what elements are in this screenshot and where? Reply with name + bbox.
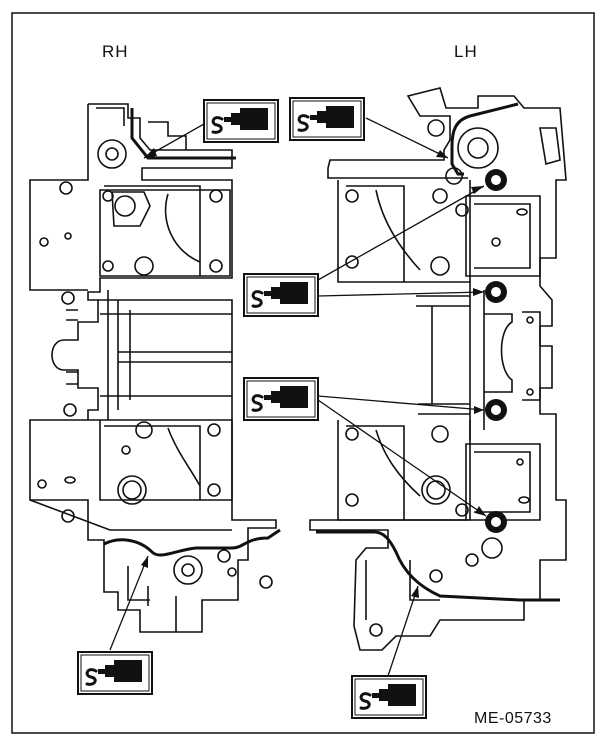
sealant-bottle-icon bbox=[242, 272, 320, 318]
sealant-bottle-icon bbox=[202, 98, 280, 144]
lh-mid-leader-c bbox=[317, 395, 485, 411]
lh-mid-leader-d bbox=[317, 399, 487, 517]
lh-sealant-bead bbox=[316, 102, 560, 602]
sealant-bottle-icon bbox=[76, 650, 154, 696]
rh-sealant-bead bbox=[103, 108, 281, 557]
sealant-bottle-icon bbox=[242, 376, 320, 422]
lh-lower-leader bbox=[387, 585, 419, 677]
rh-label: RH bbox=[102, 42, 129, 61]
figure-code: ME-05733 bbox=[474, 710, 552, 727]
lh-upper-leader bbox=[365, 117, 449, 159]
rh-lower-leader bbox=[109, 555, 149, 651]
leader-arrows bbox=[109, 117, 487, 677]
lh-label: LH bbox=[454, 42, 478, 61]
sealant-bottle-icon bbox=[350, 674, 428, 720]
lh-bolt-seal-points bbox=[485, 169, 507, 533]
arrow-heads bbox=[141, 148, 486, 598]
lh-mid-leader-a bbox=[317, 185, 485, 281]
sealant-bottle-icon bbox=[288, 96, 366, 142]
lh-cylinder-head bbox=[309, 87, 567, 651]
rh-cylinder-head bbox=[29, 103, 277, 633]
lh-mid-leader-b bbox=[317, 291, 485, 297]
figure-frame bbox=[11, 12, 595, 734]
